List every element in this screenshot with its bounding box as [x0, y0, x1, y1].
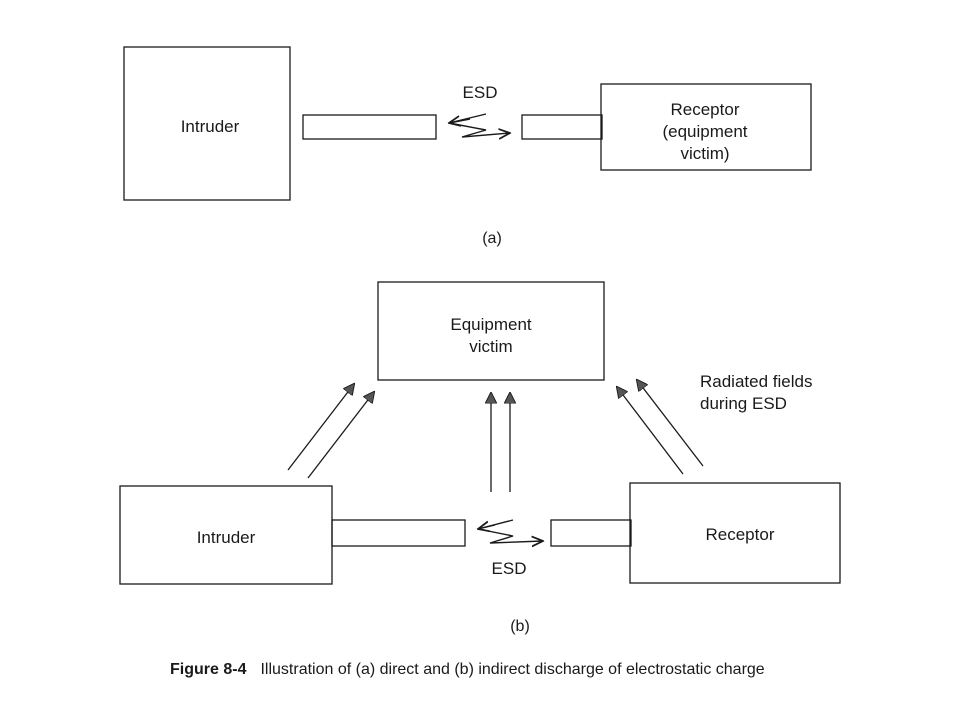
panel-label-b: (b)	[510, 618, 530, 635]
figure-number: Figure 8-4	[170, 661, 247, 678]
radiated-fields-label: Radiated fields during ESD	[700, 372, 813, 413]
field-arrow-left-2	[307, 392, 374, 479]
intruder-probe-b	[331, 519, 466, 547]
esd-spark-a	[448, 113, 510, 137]
intruder-probe-a	[302, 114, 437, 140]
equipment-box-b	[377, 281, 605, 381]
receptor-box-b	[629, 482, 841, 584]
panel-label-a: (a)	[482, 230, 502, 247]
esd-spark-a-start	[449, 119, 471, 123]
field-arrow-right-2	[637, 380, 704, 467]
esd-label-b: ESD	[491, 559, 527, 578]
field-arrow-right-1	[617, 387, 684, 475]
intruder-label-a: Intruder	[180, 117, 240, 136]
receptor-probe-b	[550, 519, 632, 547]
caption-text: Illustration of (a) direct and (b) indir…	[260, 661, 765, 678]
equipment-label-b: Equipment victim	[450, 315, 532, 356]
esd-spark-b-start	[478, 525, 496, 529]
intruder-box-a	[123, 46, 291, 201]
receptor-label-b: Receptor	[705, 525, 775, 544]
field-arrow-left-1	[287, 384, 354, 471]
figure-caption: Figure 8-4 Illustration of (a) direct and…	[170, 660, 850, 680]
receptor-probe-a	[521, 114, 603, 140]
esd-label-a: ESD	[462, 83, 498, 102]
esd-spark-b	[477, 519, 543, 543]
intruder-label-b: Intruder	[196, 528, 256, 547]
receptor-box-a	[600, 83, 812, 171]
receptor-label-a: Receptor (equipment victim)	[662, 100, 748, 163]
